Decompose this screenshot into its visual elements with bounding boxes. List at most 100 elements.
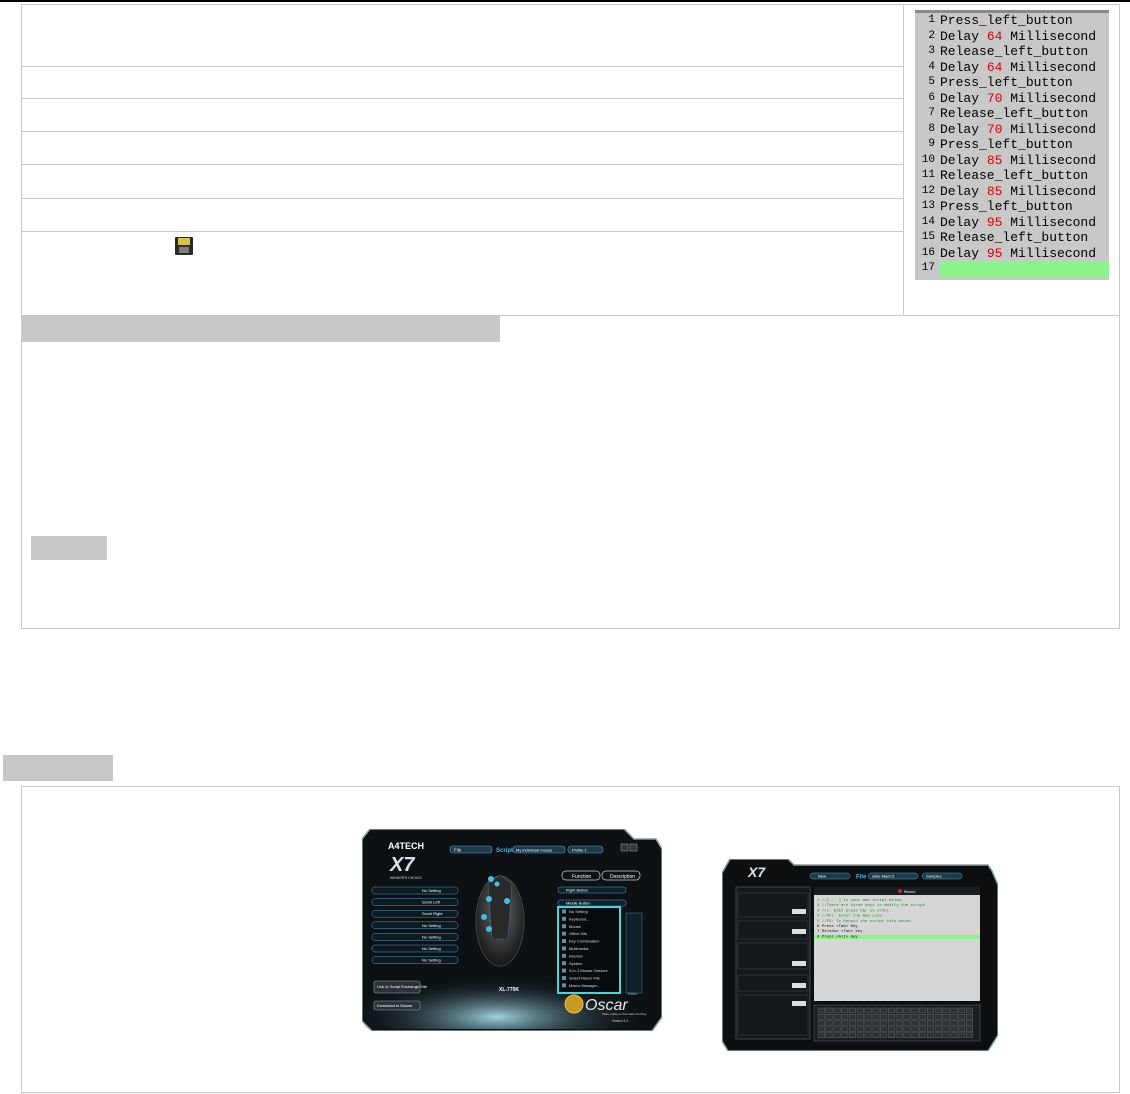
keyboard-key[interactable]	[880, 1032, 888, 1038]
keyboard-key[interactable]	[934, 1014, 942, 1020]
menu-item[interactable]: 3-in-1 Mouse Gesture	[569, 968, 608, 973]
keyboard-key[interactable]	[966, 1032, 973, 1038]
keyboard-key[interactable]	[880, 1007, 888, 1014]
menu-item[interactable]: Internet	[569, 953, 583, 958]
minimize-icon[interactable]	[620, 843, 629, 852]
button-assignment-slot[interactable]	[371, 898, 459, 906]
keyboard-key[interactable]	[825, 1014, 833, 1020]
keyboard-key[interactable]	[825, 1007, 833, 1014]
keyboard-key[interactable]	[895, 1032, 903, 1038]
keyboard-key[interactable]	[833, 1032, 841, 1038]
keyboard-key[interactable]	[919, 1026, 927, 1032]
keyboard-key[interactable]	[888, 1020, 895, 1026]
keyboard-key[interactable]	[934, 1032, 942, 1038]
keyboard-key[interactable]	[817, 1007, 825, 1014]
keyboard-key[interactable]	[872, 1026, 880, 1032]
keyboard-key[interactable]	[880, 1020, 888, 1026]
keyboard-key[interactable]	[927, 1032, 934, 1038]
keyboard-key[interactable]	[833, 1014, 841, 1020]
keyboard-key[interactable]	[958, 1032, 966, 1038]
button-assignment-slot[interactable]	[371, 933, 459, 941]
button-assignment-slot[interactable]	[371, 909, 459, 918]
keyboard-key[interactable]	[817, 1032, 825, 1038]
menu-item[interactable]: Multimedia	[569, 946, 589, 951]
keyboard-key[interactable]	[934, 1026, 942, 1032]
keyboard-key[interactable]	[841, 1020, 849, 1026]
keyboard-key[interactable]	[942, 1026, 950, 1032]
keyboard-key[interactable]	[903, 1026, 911, 1032]
button-assignment-slot[interactable]	[371, 886, 459, 895]
keyboard-key[interactable]	[872, 1020, 880, 1026]
keyboard-key[interactable]	[903, 1007, 911, 1014]
keyboard-key[interactable]	[872, 1014, 880, 1020]
close-icon[interactable]	[629, 843, 638, 852]
keyboard-key[interactable]	[841, 1007, 849, 1014]
keyboard-key[interactable]	[942, 1020, 950, 1026]
keyboard-key[interactable]	[903, 1014, 911, 1020]
keyboard-key[interactable]	[849, 1014, 856, 1020]
keyboard-key[interactable]	[911, 1026, 919, 1032]
keyboard-key[interactable]	[833, 1026, 841, 1032]
keyboard-key[interactable]	[817, 1020, 825, 1026]
keyboard-key[interactable]	[825, 1032, 833, 1038]
keyboard-key[interactable]	[950, 1032, 958, 1038]
menu-item[interactable]: Office Kits	[569, 931, 587, 936]
keyboard-key[interactable]	[825, 1020, 833, 1026]
keyboard-key[interactable]	[927, 1014, 934, 1020]
keyboard-key[interactable]	[856, 1020, 864, 1026]
keyboard-key[interactable]	[919, 1007, 927, 1014]
keyboard-key[interactable]	[880, 1014, 888, 1020]
download-to-mouse-button[interactable]	[373, 1000, 421, 1011]
keyboard-key[interactable]	[856, 1014, 864, 1020]
menu-item[interactable]: Macro Manager...	[569, 983, 600, 988]
keyboard-key[interactable]	[872, 1007, 880, 1014]
menu-item[interactable]: Keyboard...	[569, 916, 589, 921]
menu-item[interactable]: Select Macro File	[569, 976, 601, 981]
keyboard-key[interactable]	[958, 1007, 966, 1014]
keyboard-key[interactable]	[934, 1007, 942, 1014]
keyboard-key[interactable]	[856, 1026, 864, 1032]
keyboard-key[interactable]	[958, 1014, 966, 1020]
keyboard-key[interactable]	[864, 1026, 872, 1032]
keyboard-key[interactable]	[942, 1007, 950, 1014]
keyboard-key[interactable]	[942, 1014, 950, 1020]
keyboard-key[interactable]	[942, 1032, 950, 1038]
button-assignment-slot[interactable]	[371, 956, 459, 964]
keyboard-key[interactable]	[911, 1032, 919, 1038]
keyboard-key[interactable]	[966, 1020, 973, 1026]
keyboard-key[interactable]	[927, 1020, 934, 1026]
keyboard-key[interactable]	[849, 1026, 856, 1032]
keyboard-key[interactable]	[856, 1007, 864, 1014]
keyboard-key[interactable]	[911, 1007, 919, 1014]
menu-item[interactable]: No Setting	[569, 909, 588, 914]
keyboard-key[interactable]	[927, 1007, 934, 1014]
keyboard-key[interactable]	[895, 1007, 903, 1014]
keyboard-key[interactable]	[934, 1020, 942, 1026]
link-script-site-button[interactable]	[373, 980, 421, 994]
menu-item[interactable]: System	[569, 961, 583, 966]
button-assignment-slot[interactable]	[371, 944, 459, 953]
keyboard-key[interactable]	[958, 1020, 966, 1026]
keyboard-key[interactable]	[849, 1020, 856, 1026]
keyboard-key[interactable]	[888, 1014, 895, 1020]
keyboard-key[interactable]	[864, 1032, 872, 1038]
keyboard-key[interactable]	[958, 1026, 966, 1032]
keyboard-key[interactable]	[849, 1032, 856, 1038]
floppy-save-icon[interactable]	[175, 237, 193, 255]
keyboard-key[interactable]	[864, 1007, 872, 1014]
keyboard-key[interactable]	[903, 1020, 911, 1026]
keyboard-key[interactable]	[888, 1026, 895, 1032]
keyboard-key[interactable]	[880, 1026, 888, 1032]
keyboard-key[interactable]	[817, 1026, 825, 1032]
keyboard-key[interactable]	[966, 1007, 973, 1014]
keyboard-key[interactable]	[966, 1026, 973, 1032]
keyboard-key[interactable]	[966, 1014, 973, 1020]
keyboard-key[interactable]	[888, 1032, 895, 1038]
keyboard-key[interactable]	[841, 1014, 849, 1020]
keyboard-key[interactable]	[950, 1020, 958, 1026]
keyboard-key[interactable]	[911, 1014, 919, 1020]
keyboard-key[interactable]	[927, 1026, 934, 1032]
keyboard-key[interactable]	[833, 1020, 841, 1026]
keyboard-key[interactable]	[903, 1032, 911, 1038]
keyboard-key[interactable]	[864, 1020, 872, 1026]
